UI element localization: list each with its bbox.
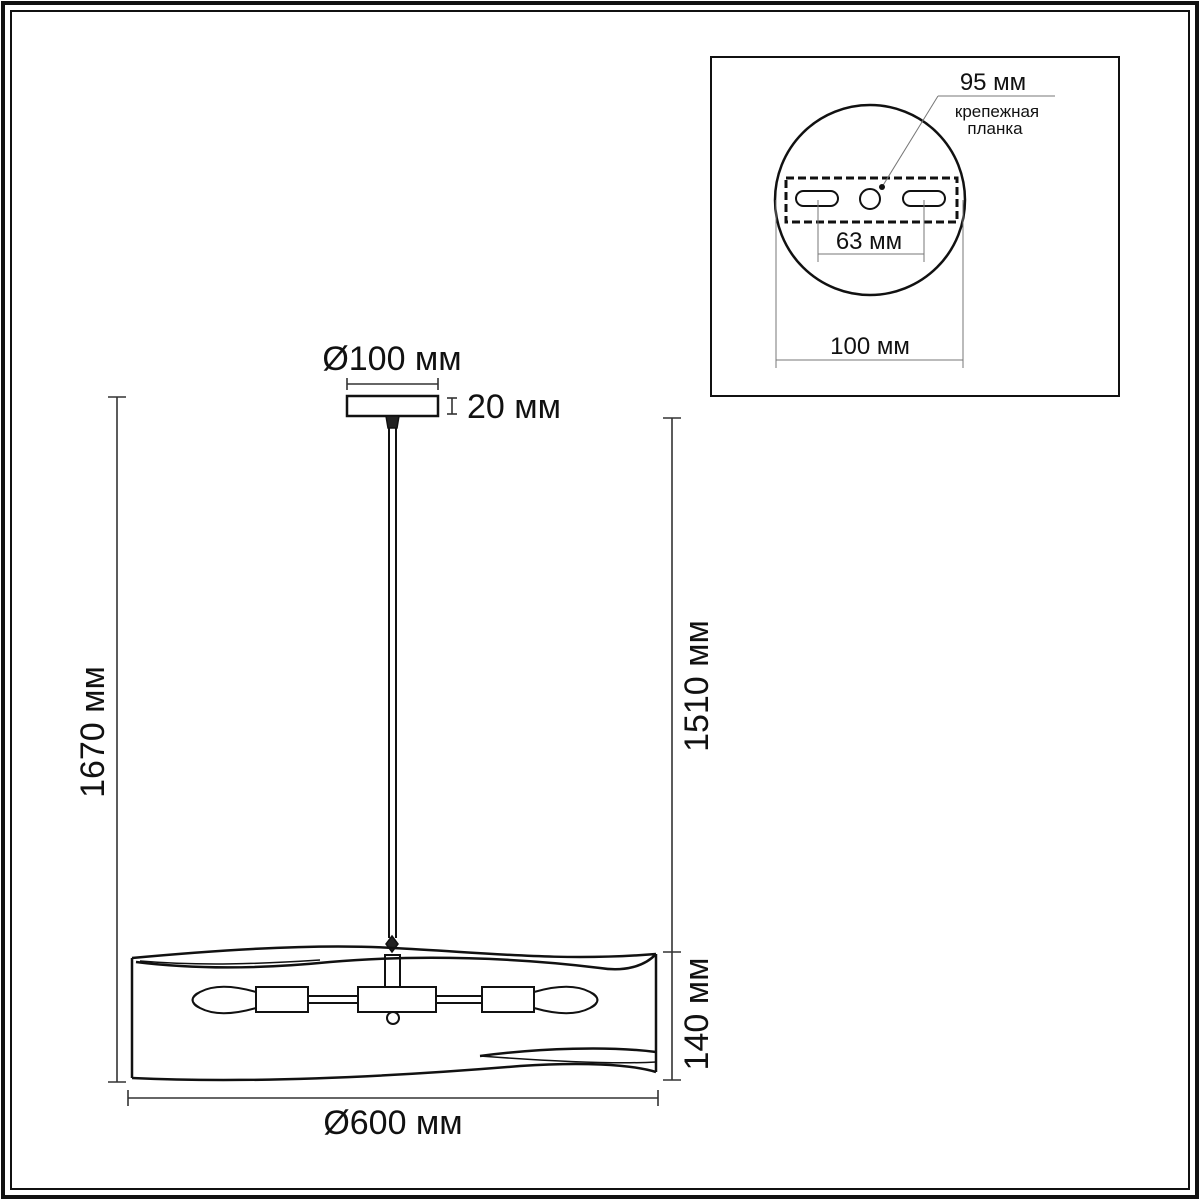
suspension-length-dimension: 1510 мм [663, 417, 716, 953]
slot-spacing-label: 63 мм [836, 228, 902, 255]
shade-bottom-fold [479, 1055, 657, 1064]
center-hub [357, 986, 437, 1013]
slot-left [795, 190, 839, 207]
shade-bottom-front-edge [131, 1062, 657, 1082]
inner-frame [10, 10, 1190, 1190]
plate-length-label: 95 мм [960, 69, 1026, 96]
suspension-length-label: 1510 мм [678, 620, 716, 752]
bulb-left-tip [192, 991, 201, 1009]
bulb-left [191, 985, 257, 1015]
center-stem [384, 954, 401, 988]
bulb-right-tip [589, 991, 598, 1009]
hub-knob [386, 1011, 400, 1025]
plate-leader-dot [879, 184, 885, 190]
shade-diameter-dimension: Ø600 мм [127, 1090, 659, 1142]
canopy-diameter-label: Ø100 мм [322, 340, 461, 378]
shade-diameter-label: Ø600 мм [323, 1104, 462, 1142]
mounting-plate-inset: 95 мм крепежная планка 63 мм 100 мм [710, 56, 1120, 397]
inset-frame [710, 56, 1120, 397]
socket-right [481, 986, 535, 1013]
rod-top-connector [385, 415, 400, 429]
bulb-right [533, 985, 599, 1015]
shade-top-front-edge [135, 953, 657, 971]
socket-left [255, 986, 309, 1013]
plate-label-line2: планка [967, 119, 1023, 138]
mounting-plate [784, 176, 959, 224]
total-height-dimension: 1670 мм [74, 396, 126, 1083]
plate-label-line1: крепежная [955, 102, 1039, 121]
canopy-height-label: 20 мм [467, 388, 561, 426]
rod-bottom-connector [385, 934, 399, 954]
shade-height-label: 140 мм [678, 958, 716, 1071]
pendant-lamp: Ø100 мм 20 мм [130, 340, 658, 1082]
base-diameter-label: 100 мм [830, 333, 910, 360]
shade-height-dimension: 140 мм [663, 952, 716, 1081]
shade-top-inner-fold [139, 959, 321, 965]
total-height-label: 1670 мм [74, 666, 112, 798]
canopy [345, 394, 440, 418]
plate-leader-line [881, 95, 939, 188]
shade-bottom-back-edge [479, 1047, 657, 1058]
shade-top-back-edge [131, 945, 657, 960]
base-circle [773, 103, 967, 297]
center-hole [859, 188, 881, 210]
